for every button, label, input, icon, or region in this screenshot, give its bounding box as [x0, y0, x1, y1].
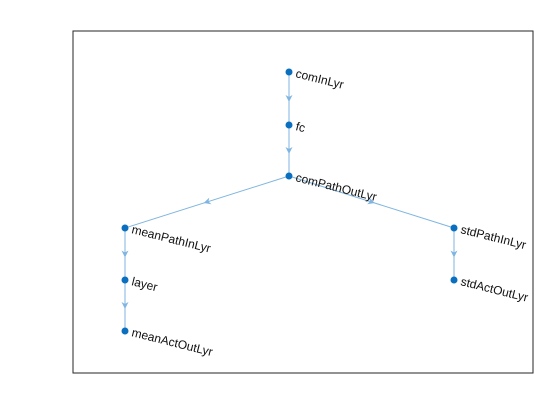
edge-arrow-icon [121, 302, 129, 309]
node-layer [121, 276, 129, 284]
node-stdPathInLyr [450, 224, 458, 232]
node-label-layer: layer [130, 274, 159, 294]
axes-frame [72, 30, 534, 374]
node-stdActOutLyr [450, 276, 458, 284]
node-meanActOutLyr [121, 327, 129, 335]
edge-arrow-icon [367, 197, 375, 205]
node-label-fc: fc [294, 119, 306, 135]
edge-arrow-icon [285, 147, 293, 154]
edge-arrow-icon [203, 197, 212, 205]
edges-group [121, 72, 458, 331]
edge-arrow-icon [450, 250, 458, 258]
node-comInLyr [285, 68, 293, 76]
node-fc [285, 121, 293, 129]
node-meanPathInLyr [121, 224, 129, 232]
node-comPathOutLyr [285, 172, 293, 180]
edge-arrow-icon [285, 95, 293, 102]
edge-arrow-icon [121, 250, 129, 258]
